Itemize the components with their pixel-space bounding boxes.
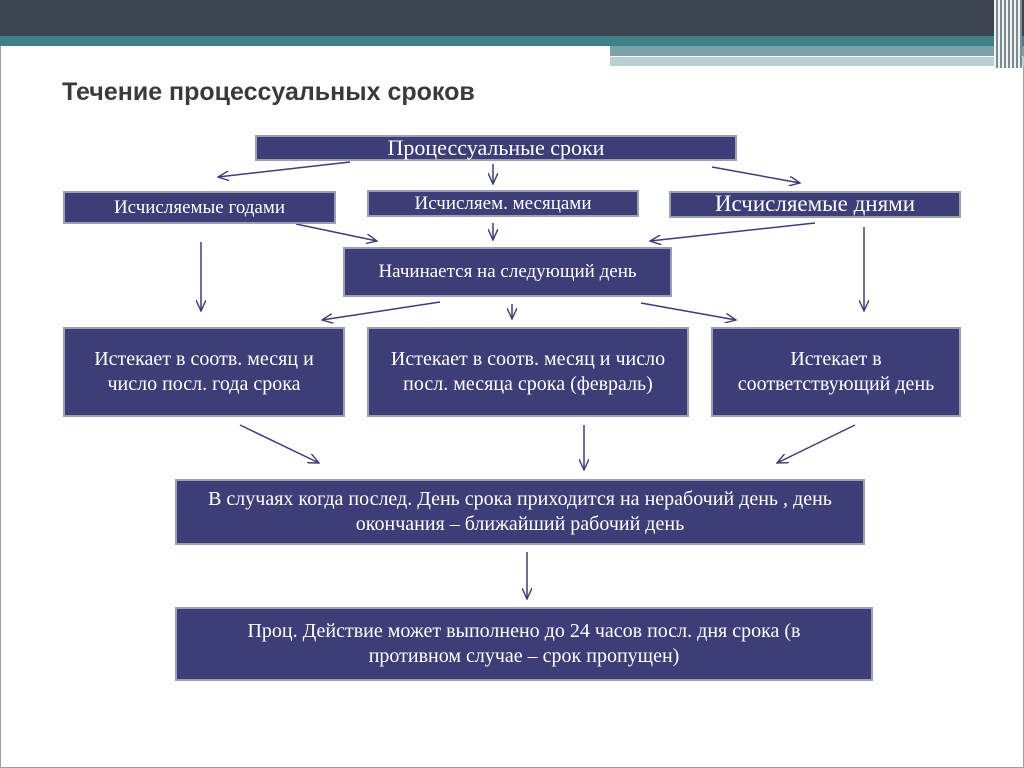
box-next-day: Начинается на следующий день [343, 247, 672, 297]
arrow-days-to-next [650, 222, 816, 241]
top-bar [0, 0, 1024, 36]
box-years: Исчисляемые годами [63, 191, 336, 224]
arrow-root-to-years [218, 161, 351, 177]
box-expires-year: Истекает в соотв. месяц и число посл. го… [63, 327, 345, 417]
box-deadline: Проц. Действие может выполнено до 24 час… [175, 607, 873, 681]
box-expires-day: Истекает в соответствующий день [711, 327, 961, 417]
corner-stripes [994, 0, 1022, 68]
arrow-next-to-exp-day [640, 302, 736, 320]
box-root: Процессуальные сроки [255, 135, 737, 161]
slide-title: Течение процессуальных сроков [62, 78, 475, 106]
arrow-years-to-next [295, 223, 377, 241]
arrow-root-to-days [711, 166, 800, 183]
accent-band-pale [610, 57, 1024, 66]
arrow-next-to-exp-year [322, 301, 441, 320]
box-expires-month: Истекает в соотв. месяц и число посл. ме… [367, 327, 689, 417]
box-nonworking-day: В случаях когда послед. День срока прихо… [175, 479, 865, 545]
accent-band [0, 36, 1024, 46]
accent-band-light [610, 46, 1024, 56]
box-days: Исчисляемые днями [669, 191, 961, 218]
arrow-exp-day-to-nonworking [777, 424, 856, 463]
arrow-exp-year-to-nonworking [239, 424, 319, 463]
box-months: Исчисляем. месяцами [367, 190, 639, 217]
